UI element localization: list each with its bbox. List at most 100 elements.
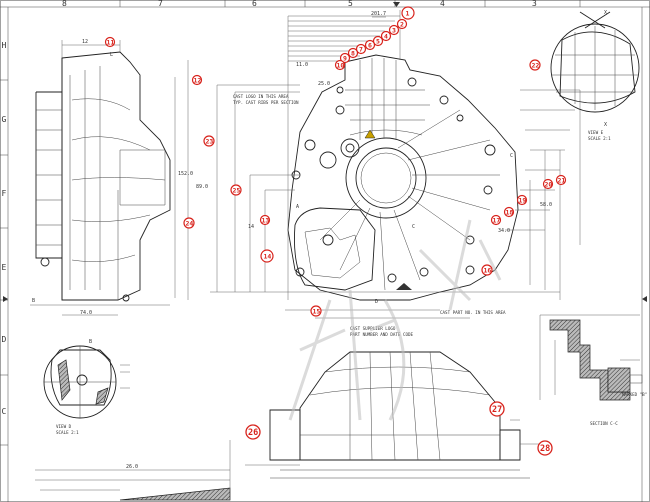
svg-text:28: 28 <box>540 444 550 454</box>
view-d-title: VIEW D <box>56 424 72 429</box>
center-mark-right <box>642 296 647 302</box>
svg-text:5: 5 <box>376 37 380 45</box>
note-cast-ribs: TYP. CAST RIBS PER SECTION <box>233 100 299 105</box>
zone-col-5: 5 <box>348 0 353 8</box>
svg-text:24: 24 <box>186 219 194 227</box>
callout-5: 5 <box>372 35 384 47</box>
zone-col-7: 7 <box>158 0 163 8</box>
callout-12: 12 <box>191 74 203 86</box>
zone-row-d: D <box>2 335 7 344</box>
bottom-view: 26.0 <box>35 351 545 501</box>
svg-text:2: 2 <box>400 20 404 28</box>
dim-89: 89.0 <box>196 184 208 190</box>
main-front-view: 201.7 89.0 11.0 25.0 58.0 34.0 14 C A D … <box>196 10 581 337</box>
svg-text:12: 12 <box>194 76 202 84</box>
callout-2: 2 <box>396 18 408 30</box>
svg-text:9: 9 <box>343 54 347 62</box>
view-e-scale: SCALE 2:1 <box>588 136 611 141</box>
zone-row-e: E <box>2 263 7 272</box>
label-b-side: B <box>32 298 35 304</box>
zone-row-h: H <box>2 41 7 50</box>
note-cast-logo: CAST LOGO IN THIS AREA <box>233 94 289 99</box>
zone-col-4: 4 <box>440 0 445 8</box>
label-c-main: C <box>412 224 415 230</box>
section-cc-title: SECTION C-C <box>590 421 618 426</box>
svg-text:27: 27 <box>492 405 502 415</box>
callout-9: 9 <box>339 52 351 64</box>
callout-20: 20 <box>542 178 554 190</box>
view-d-scale: SCALE 2:1 <box>56 430 79 435</box>
svg-text:17: 17 <box>493 216 501 224</box>
callout-3: 3 <box>388 24 400 36</box>
dim-14: 14 <box>248 224 254 230</box>
zone-col-8: 8 <box>62 0 67 8</box>
dim-152: 152.0 <box>178 171 193 177</box>
zone-col-3: 3 <box>532 0 537 8</box>
label-a: A <box>296 204 299 210</box>
svg-text:18: 18 <box>506 208 514 216</box>
callout-23: 23 <box>203 135 215 147</box>
callout-14: 14 <box>260 249 274 263</box>
zone-row-c: C <box>2 407 7 416</box>
zone-row-f: F <box>2 189 7 198</box>
callout-26: 26 <box>245 424 261 440</box>
dim-12: 12 <box>82 39 88 45</box>
callout-13: 13 <box>259 214 271 226</box>
svg-text:4: 4 <box>384 32 388 40</box>
callout-27: 27 <box>489 401 505 417</box>
zone-col-6: 6 <box>252 0 257 8</box>
label-x-top: X <box>604 10 607 16</box>
callout-21: 21 <box>555 174 567 186</box>
callouts: 1 2 3 4 5 6 7 8 9 10 11 12 13 14 15 16 1… <box>104 6 567 456</box>
warning-triangle <box>364 129 376 139</box>
callout-25: 25 <box>230 184 242 196</box>
svg-text:23: 23 <box>206 137 214 145</box>
svg-text:3: 3 <box>392 26 396 34</box>
dim-201: 201.7 <box>371 11 386 17</box>
svg-text:14: 14 <box>264 253 272 261</box>
callout-17: 17 <box>490 214 502 226</box>
section-c-c: SECTION C-C MARKED "B" <box>539 314 647 426</box>
side-view: 12 74.0 152.0 L B <box>30 39 193 316</box>
dim-34: 34.0 <box>498 228 510 234</box>
svg-text:20: 20 <box>545 180 553 188</box>
label-b-d: B <box>89 339 92 345</box>
callout-15: 15 <box>310 305 322 317</box>
callout-28: 28 <box>537 440 553 456</box>
callout-24: 24 <box>183 217 195 229</box>
zone-labels: 8 7 6 5 4 3 H G F E D C <box>2 0 538 416</box>
center-mark-left <box>3 296 8 302</box>
svg-text:15: 15 <box>313 307 321 315</box>
view-e-title: VIEW E <box>588 130 604 135</box>
svg-text:19: 19 <box>519 196 527 204</box>
callout-22: 22 <box>529 59 541 71</box>
svg-text:10: 10 <box>337 61 345 69</box>
callout-19: 19 <box>516 194 528 206</box>
svg-text:22: 22 <box>532 61 540 69</box>
svg-text:16: 16 <box>484 266 492 274</box>
watermark <box>288 219 502 421</box>
dim-25: 25.0 <box>318 81 330 87</box>
dim-58: 58.0 <box>540 202 552 208</box>
callout-1: 1 <box>401 6 415 20</box>
label-c: C <box>510 153 513 159</box>
view-e-detail: X X VIEW E SCALE 2:1 <box>550 10 640 141</box>
label-l: L <box>110 52 113 58</box>
center-mark-top <box>393 2 400 7</box>
svg-text:21: 21 <box>558 176 566 184</box>
svg-text:6: 6 <box>368 41 372 49</box>
svg-text:13: 13 <box>262 216 270 224</box>
callout-8: 8 <box>347 47 359 59</box>
svg-text:26: 26 <box>248 428 258 438</box>
callout-16: 16 <box>481 264 493 276</box>
callout-18: 18 <box>503 206 515 218</box>
callout-10: 10 <box>334 59 346 71</box>
datum-triangle <box>396 283 412 290</box>
zone-row-g: G <box>2 115 7 124</box>
svg-text:1: 1 <box>406 10 410 18</box>
svg-text:11: 11 <box>107 38 115 46</box>
svg-text:25: 25 <box>233 186 241 194</box>
callout-7: 7 <box>355 43 367 55</box>
